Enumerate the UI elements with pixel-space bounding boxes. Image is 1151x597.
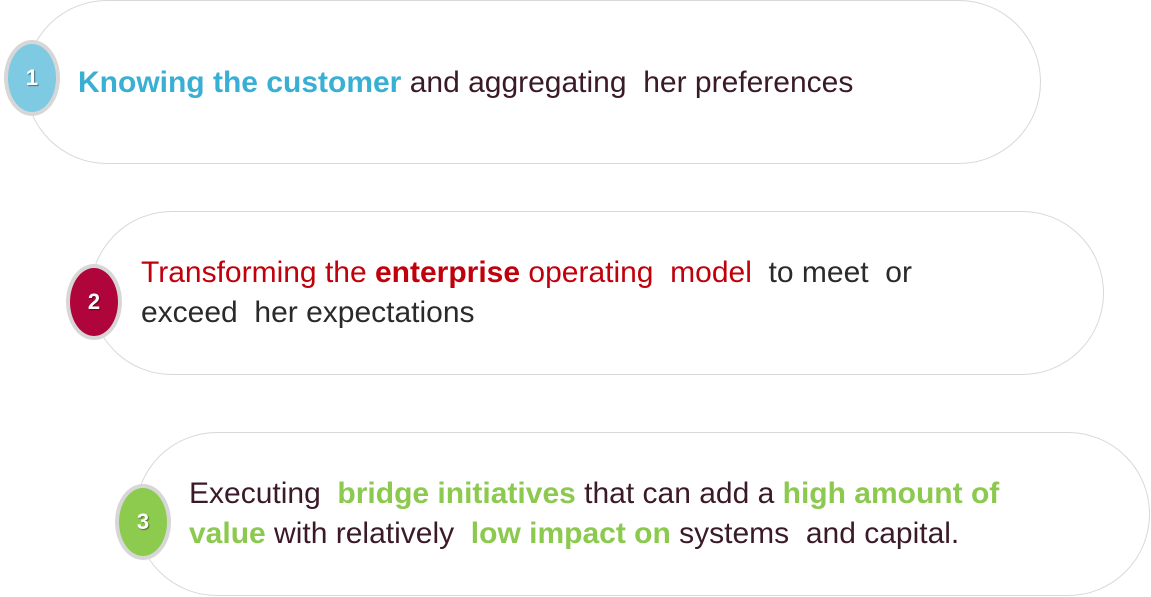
item-1-container <box>25 0 1041 164</box>
item-1-number: 1 <box>25 65 39 90</box>
item-3-segment: Executing <box>189 477 338 510</box>
item-3-segment: with relatively <box>265 517 471 550</box>
item-1-highlight: Knowing the customer <box>78 66 402 99</box>
item-3-segment: that can add a <box>575 477 783 510</box>
item-1-text: Knowing the customer and aggregating her… <box>78 63 853 103</box>
item-2-segment: to meet or <box>751 256 912 289</box>
item-3-number-badge: 3 <box>115 484 171 560</box>
item-2-segment: Transforming the <box>141 256 375 289</box>
item-2-highlight: enterprise <box>374 256 521 289</box>
item-2-segment: exceed her expectations <box>141 296 475 329</box>
item-1-body: and aggregating her preferences <box>401 66 854 99</box>
item-3-line-2: value with relatively low impact on syst… <box>189 514 999 554</box>
item-2-container <box>90 211 1104 375</box>
item-3-line-1: Executing bridge initiatives that can ad… <box>189 474 999 514</box>
item-1-number-badge: 1 <box>4 40 60 116</box>
item-3-highlight: bridge initiatives <box>337 477 576 510</box>
item-2-number: 2 <box>87 289 101 314</box>
item-2-line-2: exceed her expectations <box>141 293 912 333</box>
item-2-text: Transforming the enterprise operating mo… <box>141 253 912 333</box>
item-2-line-1: Transforming the enterprise operating mo… <box>141 253 912 293</box>
item-2-segment: operating model <box>520 256 752 289</box>
item-3-number: 3 <box>136 509 150 534</box>
item-3-segment: systems and capital. <box>670 517 960 550</box>
item-3-highlight: high amount of <box>782 477 1000 510</box>
item-3-text: Executing bridge initiatives that can ad… <box>189 474 999 554</box>
item-3-highlight: value <box>189 517 266 550</box>
item-2-number-badge: 2 <box>66 264 122 340</box>
item-1-line-1: Knowing the customer and aggregating her… <box>78 63 853 103</box>
item-3-highlight: low impact on <box>470 517 671 550</box>
item-3-container <box>135 432 1150 596</box>
